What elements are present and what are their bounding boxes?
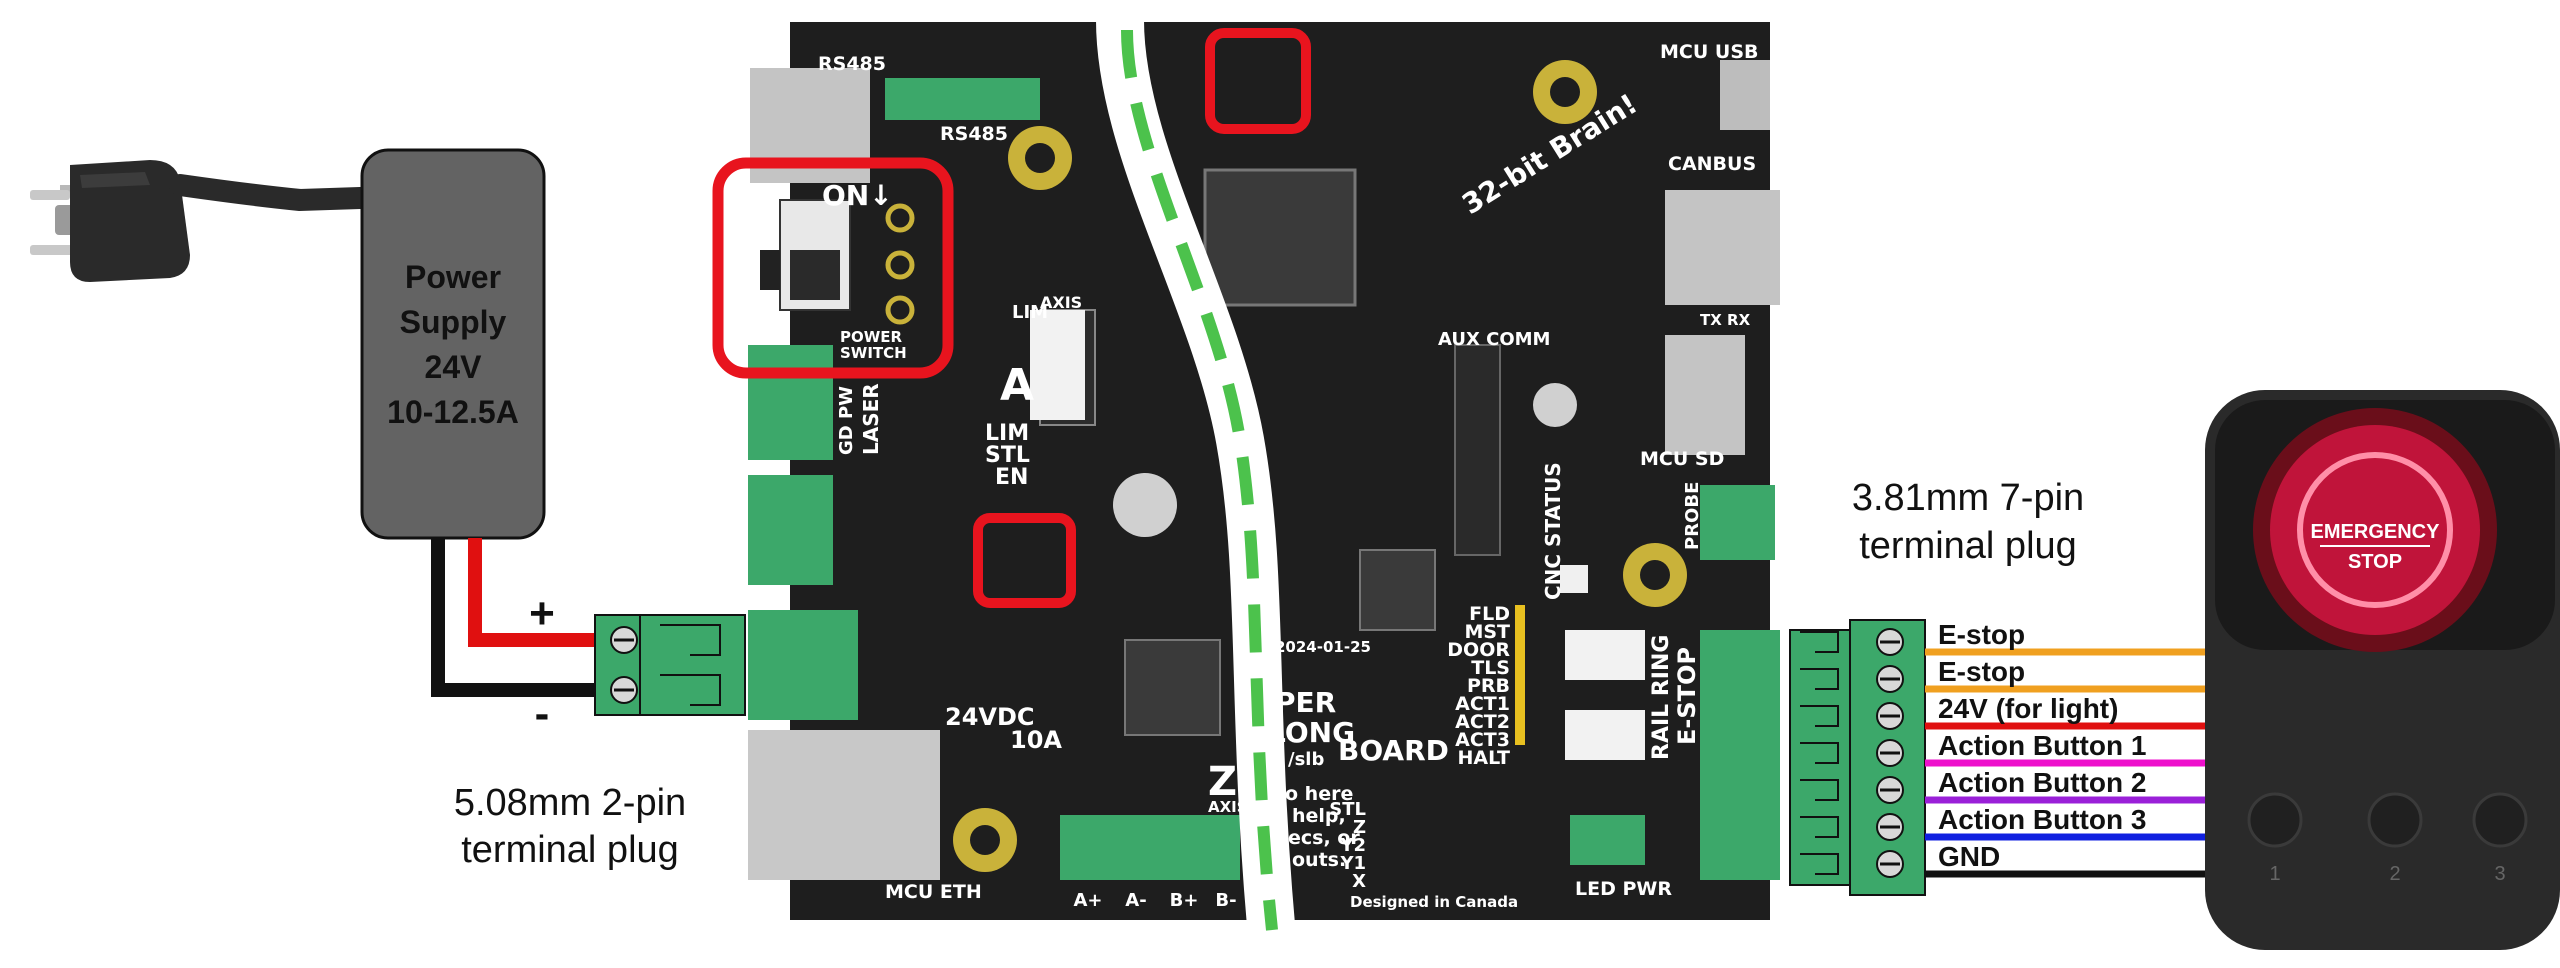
- power-supply: Power Supply 24V 10-12.5A: [362, 150, 544, 538]
- action-button-number: 3: [2494, 863, 2505, 885]
- wire-label: Action Button 2: [1938, 767, 2146, 798]
- label-laser: LASER: [859, 383, 883, 455]
- label-mcu-sd: MCU SD: [1640, 448, 1724, 470]
- label-led-pwr: LED PWR: [1575, 878, 1672, 900]
- left-terminal-plug: [595, 615, 745, 715]
- power-supply-line1: Power: [405, 259, 501, 295]
- axis-list-label: X: [1352, 871, 1366, 892]
- label-estop-connector: E-STOP: [1673, 647, 1701, 745]
- label-help-4: outs.: [1292, 849, 1346, 871]
- label-on: ON↓: [822, 179, 893, 212]
- label-gd-pw: GD PW: [836, 386, 857, 455]
- label-board-name-1: PER: [1275, 686, 1336, 719]
- estop-label-line2: STOP: [2348, 551, 2402, 573]
- label-aux-comm: AUX COMM: [1438, 329, 1550, 350]
- label-en: EN: [995, 465, 1028, 490]
- action-button-number: 1: [2269, 863, 2280, 885]
- ac-plug: [30, 160, 360, 282]
- label-board-name-3: BOARD: [1338, 734, 1449, 767]
- label-url: /slb: [1288, 749, 1324, 770]
- label-mcu-usb: MCU USB: [1660, 41, 1759, 63]
- label-a-letter: A: [1000, 360, 1034, 411]
- label-tx-rx: TX RX: [1700, 311, 1751, 329]
- action-button-number: 2: [2389, 863, 2400, 885]
- label-date: 2024-01-25: [1275, 638, 1371, 656]
- wire-label: GND: [1938, 841, 2000, 872]
- stepper-pin-label: A-: [1125, 890, 1146, 911]
- status-led-label: HALT: [1457, 747, 1510, 769]
- power-wires: [438, 538, 600, 690]
- label-rs485: RS485: [940, 123, 1008, 145]
- label-rs485-top: RS485: [818, 53, 886, 75]
- estop-box: EMERGENCY STOP 1 2 3: [2205, 390, 2560, 950]
- left-plug-caption-line1: 5.08mm 2-pin: [454, 782, 686, 824]
- wire-label: Action Button 1: [1938, 730, 2146, 761]
- power-supply-line3: 24V: [425, 349, 483, 385]
- wire-label: Action Button 3: [1938, 804, 2146, 835]
- label-lim: LIM: [1012, 302, 1048, 323]
- label-mcu-eth: MCU ETH: [885, 881, 982, 903]
- right-plug-caption-line1: 3.81mm 7-pin: [1852, 477, 2084, 519]
- label-cnc-status: CNC STATUS: [1541, 462, 1565, 600]
- wire-label: 24V (for light): [1938, 693, 2118, 724]
- label-10a: 10A: [1010, 726, 1062, 754]
- left-plug-caption-line2: terminal plug: [461, 829, 679, 871]
- power-supply-line4: 10-12.5A: [387, 394, 519, 430]
- label-canbus: CANBUS: [1668, 153, 1756, 175]
- label-rail-ring: RAIL RING: [1649, 635, 1674, 760]
- label-power-switch-2: SWITCH: [840, 344, 907, 362]
- stepper-pin-label: B+: [1170, 890, 1199, 911]
- wire-label: E-stop: [1938, 619, 2025, 650]
- label-probe: PROBE: [1682, 482, 1703, 550]
- right-plug-caption-line2: terminal plug: [1859, 525, 2077, 567]
- wire-label: E-stop: [1938, 656, 2025, 687]
- minus-sign: -: [535, 689, 550, 738]
- stepper-pin-label: A+: [1073, 890, 1102, 911]
- label-designed: Designed in Canada: [1350, 893, 1518, 911]
- estop-label-line1: EMERGENCY: [2311, 521, 2441, 543]
- stepper-pin-label: B-: [1215, 890, 1236, 911]
- power-supply-line2: Supply: [400, 304, 507, 340]
- plus-sign: +: [529, 589, 555, 638]
